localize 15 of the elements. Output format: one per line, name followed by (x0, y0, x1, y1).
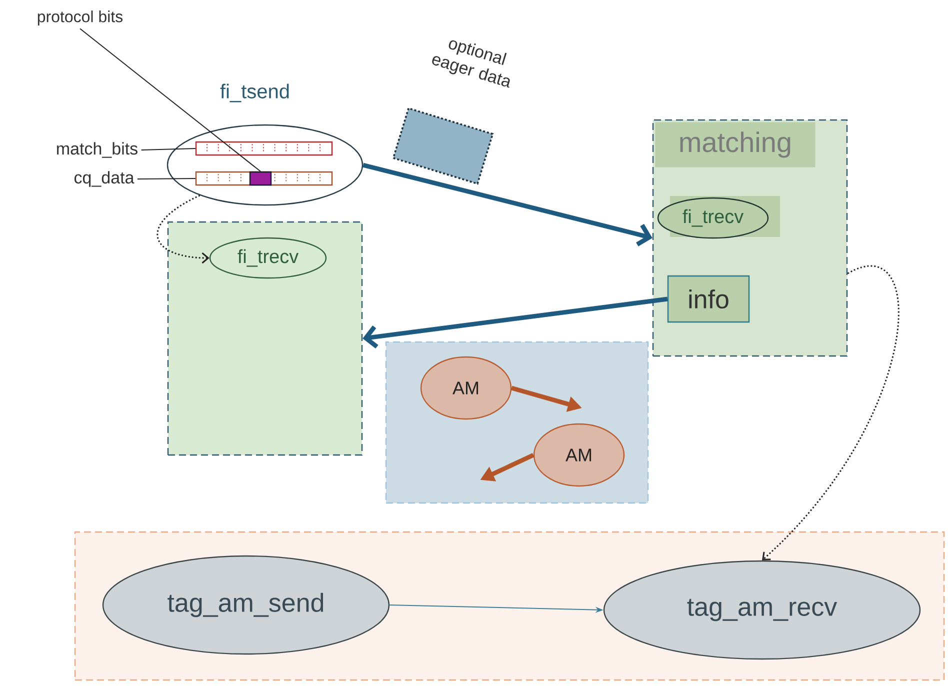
callout-label: protocol bits (38, 10, 123, 26)
arrow (362, 162, 652, 246)
dotted-arrow (156, 194, 210, 264)
leader-line (136, 178, 196, 180)
arrow (362, 296, 668, 349)
data-box: optional eager data (392, 40, 510, 185)
bit-block (249, 171, 272, 186)
callout-label: match_bits (57, 142, 138, 158)
dotted-arrow (762, 266, 900, 560)
bit-field-bar (195, 141, 333, 156)
leader-line (80, 28, 261, 172)
leader-line (140, 148, 196, 150)
info-box: info (667, 275, 750, 323)
node-label: optional eager data (432, 40, 510, 88)
callout-label: cq_data (74, 171, 134, 187)
